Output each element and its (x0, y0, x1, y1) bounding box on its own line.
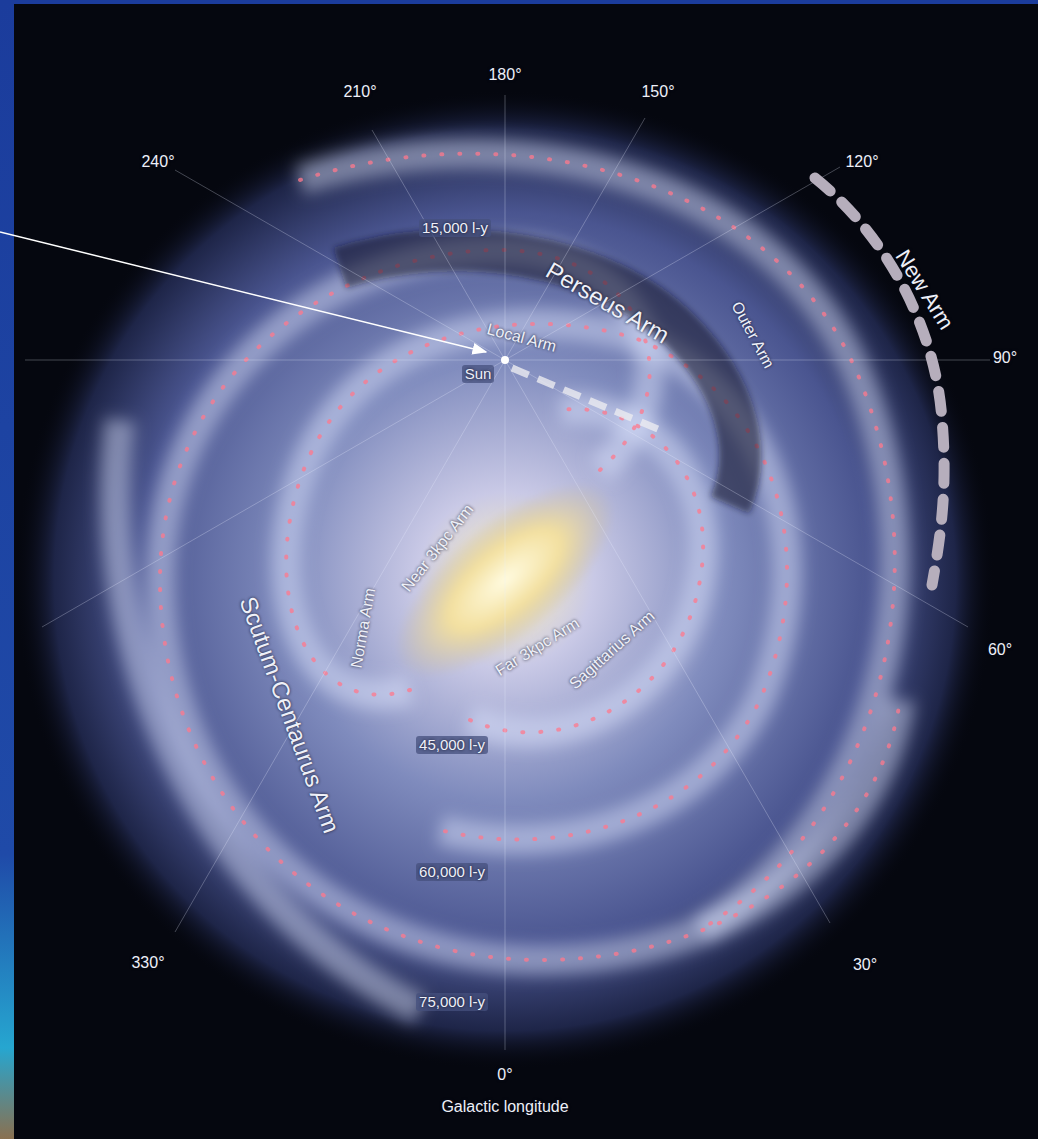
frame-band (0, 0, 1038, 4)
longitude-label: 90° (990, 349, 1020, 367)
pointer-arrow (0, 232, 486, 352)
star-forming-regions (160, 154, 900, 960)
longitude-label: 330° (128, 954, 167, 972)
frame-band (0, 0, 14, 1139)
longitude-label: 0° (494, 1066, 515, 1084)
distance-label: 15,000 l-y (419, 219, 491, 236)
longitude-label: 60° (985, 641, 1015, 659)
perseus-shading (340, 250, 740, 505)
longitude-lines (25, 95, 990, 1050)
longitude-label: 150° (638, 83, 677, 101)
local-arm-dash (512, 368, 660, 430)
longitude-label: 180° (485, 66, 524, 84)
new-arm-dash (815, 178, 944, 585)
distance-label: 45,000 l-y (416, 736, 488, 753)
distance-label: 60,000 l-y (416, 863, 488, 880)
sun-marker (501, 356, 509, 364)
spiral-arms-glow (115, 154, 900, 1010)
distance-label: 75,000 l-y (416, 993, 488, 1010)
sun-label: Sun (462, 365, 495, 382)
longitude-label: 120° (842, 153, 881, 171)
longitude-label: 240° (138, 153, 177, 171)
axis-title: Galactic longitude (438, 1098, 571, 1116)
longitude-label: 210° (340, 83, 379, 101)
longitude-label: 30° (850, 956, 880, 974)
galactic-disc (15, 90, 995, 1070)
